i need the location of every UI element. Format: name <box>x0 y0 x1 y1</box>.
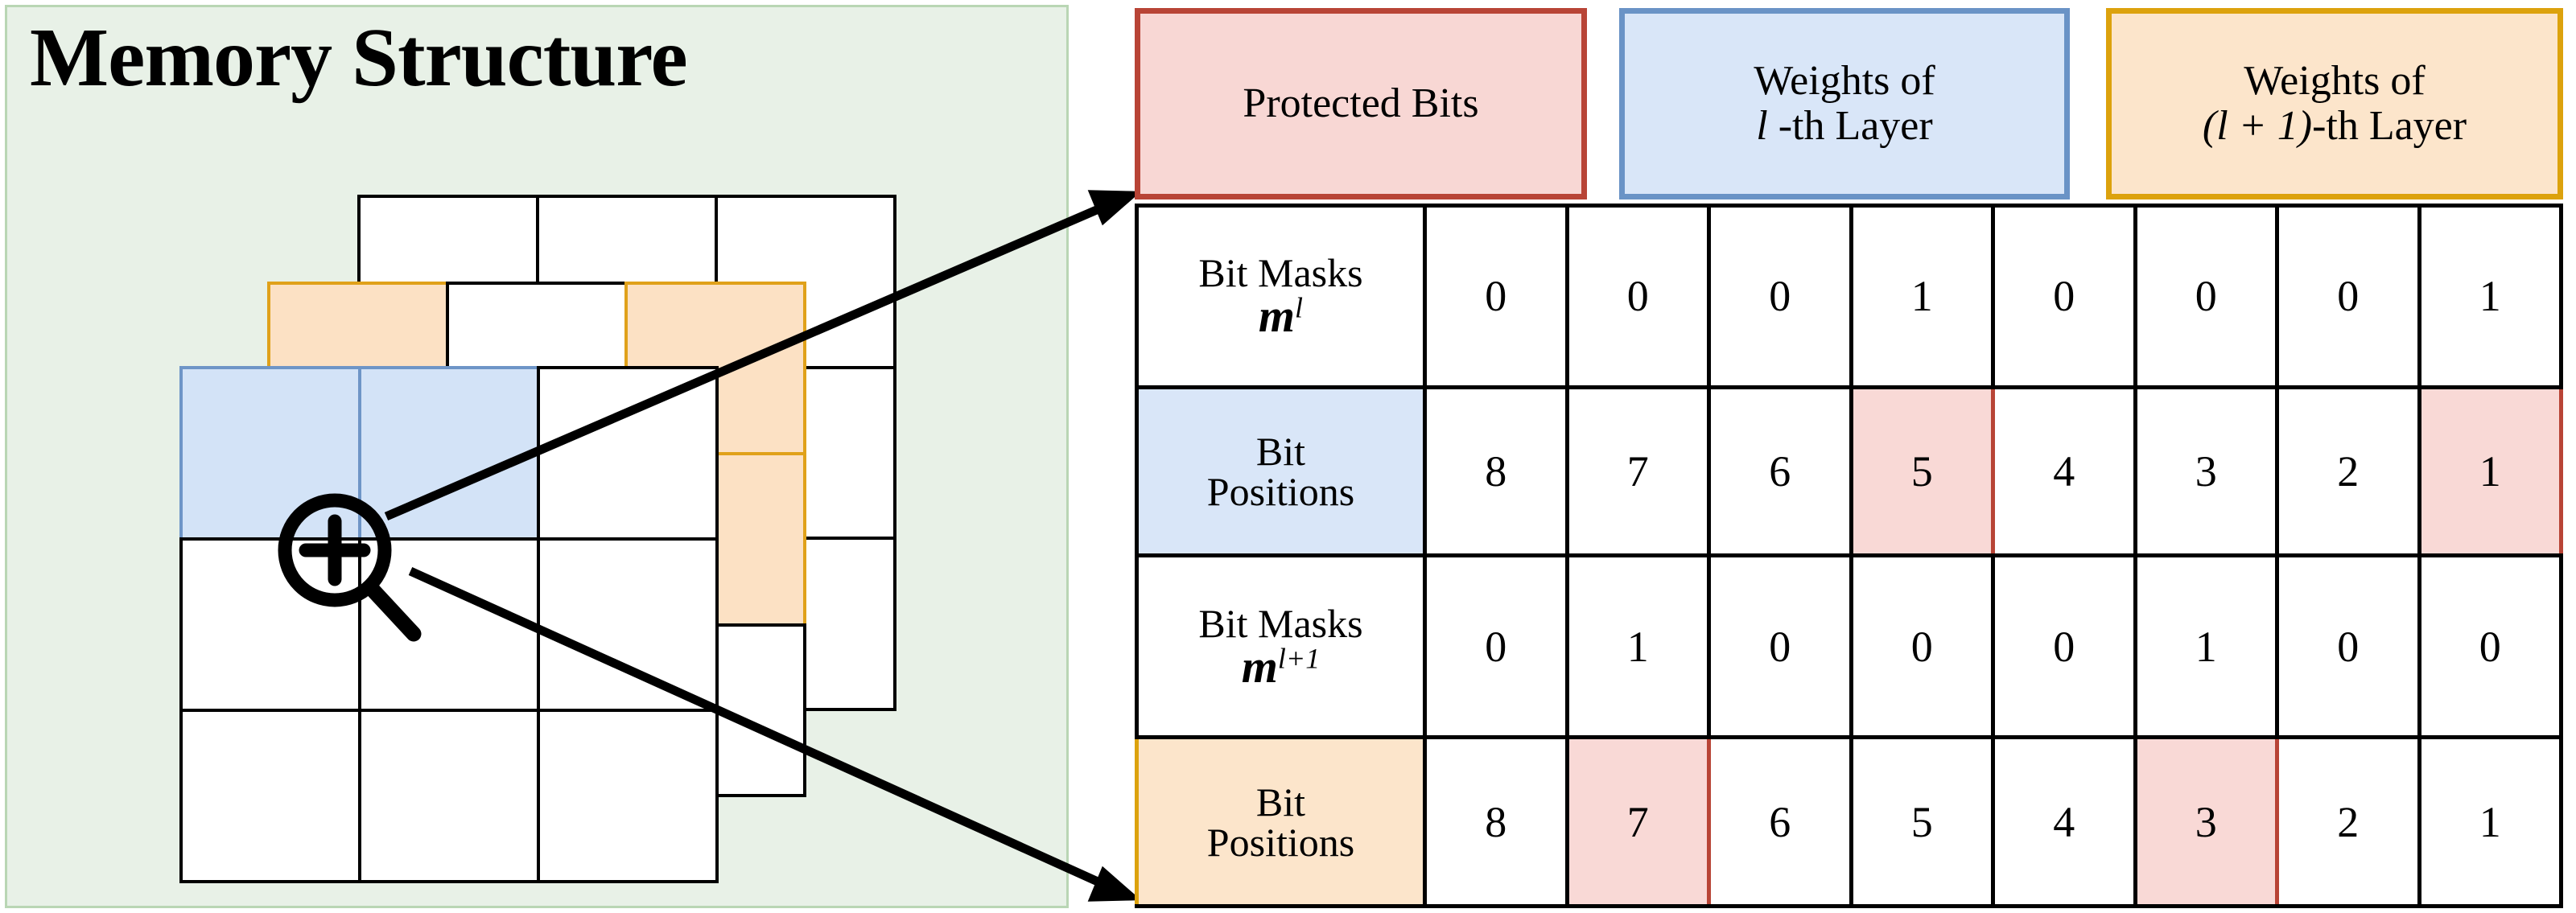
table-cell: 8 <box>1423 735 1569 908</box>
table-cell-protected: 1 <box>2417 385 2563 558</box>
table-cell: 1 <box>2417 204 2563 389</box>
legend-weights-l1-suffix: -th Layer <box>2312 103 2467 149</box>
table-cell: 0 <box>1423 204 1569 389</box>
legend-protected-label: Protected Bits <box>1243 80 1479 126</box>
table-cell: 4 <box>1991 735 2137 908</box>
table-row: Bit Positions 8 7 6 5 4 3 2 1 <box>1135 385 2563 558</box>
row-label-line1: Bit <box>1255 779 1306 825</box>
legend-weights-l-line2: l -th Layer <box>1754 103 1935 149</box>
table-cell: 0 <box>2133 204 2279 389</box>
table-cell: 0 <box>1564 204 1711 389</box>
table-cell: 0 <box>1707 204 1853 389</box>
layer-index-l-plus-1: (l + 1) <box>2202 103 2313 149</box>
row-label-vector: ml+1 <box>1241 640 1321 693</box>
table-cell: 0 <box>1991 204 2137 389</box>
memory-cell <box>358 709 540 883</box>
table-row: Bit Masks ml+1 0 1 0 0 0 1 0 0 <box>1135 553 2563 740</box>
memory-cell <box>537 366 719 541</box>
page-title: Memory Structure <box>30 11 688 104</box>
memory-structure-panel: Memory Structure <box>5 5 1069 908</box>
table-cell: 8 <box>1423 385 1569 558</box>
row-label-line2: Positions <box>1206 819 1355 865</box>
legend-weights-l-suffix: -th Layer <box>1767 103 1933 149</box>
table-row: Bit Positions 8 7 6 5 4 3 2 1 <box>1135 735 2563 908</box>
bit-mask-table: Bit Masks ml 0 0 0 1 0 0 0 1 Bit Positio… <box>1135 204 2563 908</box>
table-cell: 5 <box>1849 735 1995 908</box>
row-label-bit-positions-l: Bit Positions <box>1135 385 1427 558</box>
memory-cell-highlight-blue <box>179 366 361 541</box>
table-cell: 0 <box>1991 553 2137 740</box>
legend-weights-layer-l-plus-1: Weights of (l + 1)-th Layer <box>2106 8 2563 199</box>
table-cell: 0 <box>2417 553 2563 740</box>
layer-index-l: l <box>1756 103 1768 149</box>
table-row: Bit Masks ml 0 0 0 1 0 0 0 1 <box>1135 204 2563 389</box>
table-cell: 0 <box>1707 553 1853 740</box>
legend-weights-l1-line1: Weights of <box>2244 57 2426 104</box>
table-cell: 6 <box>1707 385 1853 558</box>
table-cell: 4 <box>1991 385 2137 558</box>
table-cell-protected: 3 <box>2133 735 2279 908</box>
table-cell-protected: 7 <box>1564 735 1711 908</box>
memory-cell <box>179 709 361 883</box>
table-cell: 0 <box>2275 553 2421 740</box>
memory-cell <box>537 537 719 712</box>
table-cell: 1 <box>2417 735 2563 908</box>
table-cell: 0 <box>2275 204 2421 389</box>
row-label-line2: Positions <box>1206 469 1355 515</box>
table-cell: 2 <box>2275 385 2421 558</box>
row-label-vector: ml <box>1258 290 1304 343</box>
row-label-line1: Bit <box>1255 429 1306 475</box>
table-cell: 2 <box>2275 735 2421 908</box>
memory-grid-front <box>179 366 719 883</box>
table-cell: 1 <box>1849 204 1995 389</box>
memory-cell <box>537 709 719 883</box>
table-cell: 7 <box>1564 385 1711 558</box>
row-label-line1: Bit Masks <box>1198 250 1363 296</box>
table-cell: 1 <box>2133 553 2279 740</box>
row-label-bit-positions-l-plus-1: Bit Positions <box>1135 735 1427 908</box>
table-cell: 6 <box>1707 735 1853 908</box>
row-label-bit-masks-l: Bit Masks ml <box>1135 204 1427 389</box>
magnifier-plus-icon <box>278 493 422 642</box>
table-cell-protected: 5 <box>1849 385 1995 558</box>
row-label-line1: Bit Masks <box>1198 600 1363 646</box>
legend-protected-bits: Protected Bits <box>1135 8 1587 199</box>
table-cell: 3 <box>2133 385 2279 558</box>
legend-weights-layer-l: Weights of l -th Layer <box>1619 8 2070 199</box>
legend-weights-l1-line2: (l + 1)-th Layer <box>2202 103 2467 149</box>
table-cell: 1 <box>1564 553 1711 740</box>
legend-weights-l-line1: Weights of <box>1754 57 1935 104</box>
row-label-bit-masks-l-plus-1: Bit Masks ml+1 <box>1135 553 1427 740</box>
table-cell: 0 <box>1423 553 1569 740</box>
table-cell: 0 <box>1849 553 1995 740</box>
